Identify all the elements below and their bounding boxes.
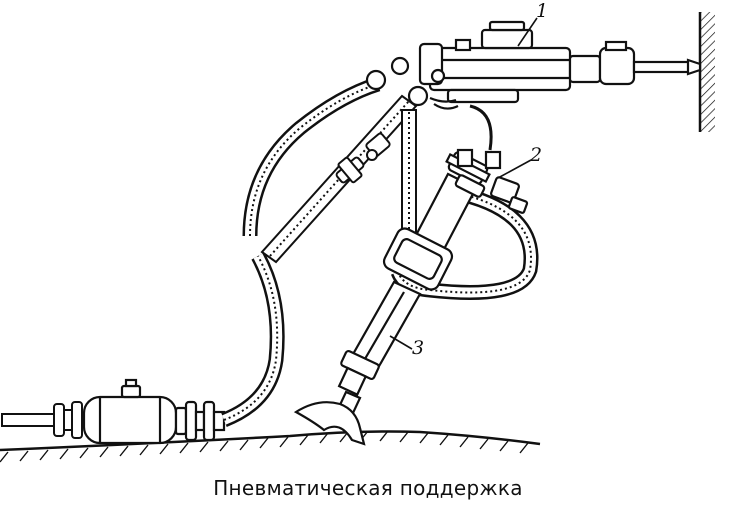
callout-3: 3 — [389, 335, 424, 359]
inlet-pipe — [1, 401, 83, 439]
callout-1: 1 — [517, 0, 548, 47]
callout-2-label: 2 — [529, 144, 542, 166]
control-arm — [260, 94, 418, 264]
oil-lubricator — [82, 378, 226, 445]
figure-caption: Пневматическая поддержка — [213, 476, 523, 500]
supply-hose — [221, 76, 381, 427]
ground — [0, 430, 541, 463]
callout-1-label: 1 — [536, 0, 548, 22]
callout-2: 2 — [497, 144, 542, 179]
feed-hose — [390, 184, 539, 300]
rock-drill — [365, 20, 702, 110]
pneumatic-support — [293, 104, 529, 446]
rock-face — [698, 12, 715, 132]
callout-3-label: 3 — [412, 337, 424, 359]
